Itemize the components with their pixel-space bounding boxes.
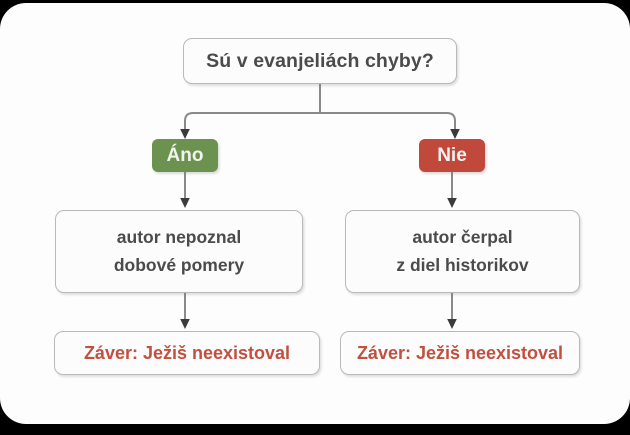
reason-node-left: autor nepoznal dobové pomery [55, 210, 303, 293]
decision-pill-yes: Áno [152, 139, 218, 172]
conclusion-node-left-label: Záver: Ježiš neexistoval [83, 342, 291, 363]
conclusion-node-right: Záver: Ježiš neexistoval [340, 331, 580, 375]
arrowhead-to-no-pill [450, 129, 460, 139]
decision-pill-no: Nie [419, 139, 485, 172]
reason-node-right-line-1: autor čerpal [412, 227, 513, 248]
conclusion-node-left: Záver: Ježiš neexistoval [54, 331, 320, 375]
arrowhead-to-conclusion-right [447, 319, 457, 329]
connector-split-bar [184, 112, 456, 136]
reason-node-right-line-2: z diel historikov [396, 254, 529, 275]
reason-node-right: autor čerpal z diel historikov [345, 210, 580, 293]
decision-pill-no-label: Nie [437, 144, 467, 166]
reason-node-left-line-1: autor nepoznal [116, 227, 242, 248]
reason-node-right-text: autor čerpal z diel historikov [396, 224, 528, 278]
decision-pill-yes-label: Áno [166, 144, 204, 166]
conclusion-node-right-label: Záver: Ježiš neexistoval [356, 342, 564, 363]
reason-node-left-text: autor nepoznal dobové pomery [114, 224, 244, 278]
arrowhead-to-reason-left [180, 198, 190, 208]
arrowhead-to-reason-right [447, 198, 457, 208]
question-node-label: Sú v evanjeliách chyby? [206, 49, 434, 72]
arrowhead-to-conclusion-left [180, 319, 190, 329]
reason-node-left-line-2: dobové pomery [113, 254, 245, 275]
arrowhead-to-yes-pill [180, 129, 190, 139]
question-node: Sú v evanjeliách chyby? [183, 38, 457, 84]
flowchart-card: Sú v evanjeliách chyby? Áno Nie autor ne… [0, 3, 630, 424]
